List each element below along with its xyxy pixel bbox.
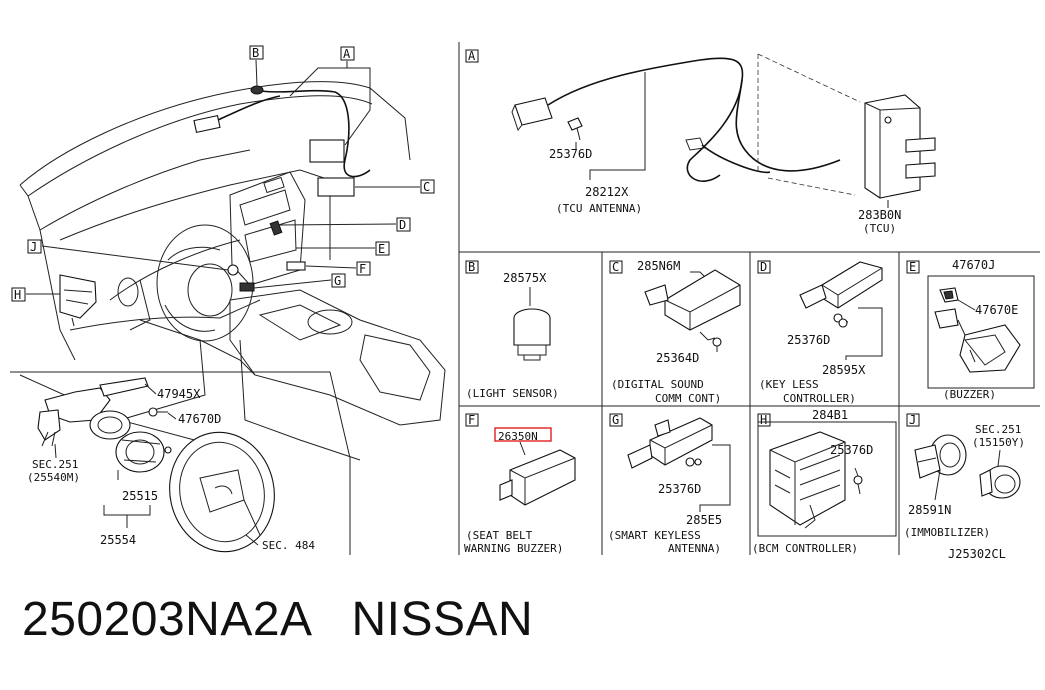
ref-15150Y: (15150Y)	[972, 436, 1025, 449]
part-25364D: 25364D	[656, 351, 699, 365]
caption-seat-belt-1: (SEAT BELT	[466, 529, 533, 542]
caption-light-sensor: (LIGHT SENSOR)	[466, 387, 559, 400]
svg-text:B: B	[252, 46, 259, 60]
svg-text:B: B	[468, 260, 475, 274]
svg-text:E: E	[909, 260, 916, 274]
callout-J: J	[27, 239, 229, 271]
part-25376D-h: 25376D	[830, 443, 873, 457]
caption-keyless-2: CONTROLLER)	[783, 392, 856, 405]
callout-H: H	[11, 287, 60, 302]
caption-immobilizer: (IMMOBILIZER)	[904, 526, 990, 539]
highlight-box	[494, 427, 552, 442]
caption-buzzer: (BUZZER)	[943, 388, 996, 401]
ref-sec484: SEC. 484	[262, 539, 315, 552]
svg-text:E: E	[378, 242, 385, 256]
part-26350N: 26350N	[498, 430, 538, 443]
drawing-code: J25302CL	[948, 547, 1006, 561]
svg-text:F: F	[359, 262, 366, 276]
svg-text:C: C	[423, 180, 430, 194]
caption-bcm: (BCM CONTROLLER)	[752, 542, 858, 555]
ref-sec251: SEC.251	[32, 458, 78, 471]
svg-text:A: A	[468, 49, 476, 63]
svg-text:J: J	[909, 413, 916, 427]
svg-text:D: D	[399, 218, 406, 232]
svg-text:H: H	[14, 288, 21, 302]
caption-tcu-antenna: (TCU ANTENNA)	[556, 202, 642, 215]
part-25515: 25515	[122, 489, 158, 503]
dashboard-overview: B A C D E F G	[11, 45, 446, 461]
caption-smart-keyless-1: (SMART KEYLESS	[608, 529, 701, 542]
caption-tcu: (TCU)	[863, 222, 896, 235]
svg-text:A: A	[343, 47, 351, 61]
steering-assembly: 47945X 47670D SEC.251 (25540M) 25515 255…	[27, 377, 315, 553]
part-47670J: 47670J	[952, 258, 995, 272]
part-285N6M: 285N6M	[637, 259, 680, 273]
callout-A: A	[289, 46, 371, 146]
part-47670D: 47670D	[178, 412, 221, 426]
footer-brand: NISSAN	[351, 593, 534, 646]
caption-digital-sound-1: (DIGITAL SOUND	[611, 378, 704, 391]
part-25376D-d: 25376D	[787, 333, 830, 347]
part-28212X: 28212X	[585, 185, 629, 199]
panel-j: J SEC.251 (15150Y) 28591N (IMMOBILIZER)	[904, 413, 1025, 539]
panel-f: F 26350N (SEAT BELT WARNING BUZZER)	[464, 413, 576, 555]
footer-part-number: 250203NA2A	[22, 593, 310, 646]
part-25376D-g: 25376D	[658, 482, 701, 496]
part-28591N: 28591N	[908, 503, 951, 517]
panel-h: H 284B1 25376D (BCM CONTROLLER)	[752, 408, 897, 555]
part-25554: 25554	[100, 533, 136, 547]
svg-text:J: J	[30, 240, 37, 254]
part-284B1: 284B1	[812, 408, 848, 422]
part-28575X: 28575X	[503, 271, 547, 285]
caption-seat-belt-2: WARNING BUZZER)	[464, 542, 563, 555]
callout-E: E	[296, 241, 390, 256]
panel-grid	[458, 42, 1040, 555]
callout-F: F	[305, 261, 371, 276]
part-25376D-a: 25376D	[549, 147, 592, 161]
svg-text:D: D	[760, 260, 767, 274]
lower-left-border	[10, 371, 351, 555]
callout-C: C	[355, 179, 435, 194]
panel-b: B 28575X (LIGHT SENSOR)	[465, 260, 559, 400]
panel-c: C 285N6M 25364D (DIGITAL SOUND COMM CONT…	[609, 259, 741, 405]
svg-text:G: G	[612, 413, 619, 427]
part-47670E: 47670E	[975, 303, 1018, 317]
part-47945X: 47945X	[157, 387, 201, 401]
ref-sec251-j: SEC.251	[975, 423, 1021, 436]
caption-digital-sound-2: COMM CONT)	[655, 392, 721, 405]
svg-text:H: H	[760, 413, 767, 427]
svg-text:F: F	[468, 413, 475, 427]
panel-a: A 25376D 28212X (TCU ANTENNA) 283B0N (TC…	[465, 49, 936, 235]
part-28595X: 28595X	[822, 363, 866, 377]
svg-text:C: C	[612, 260, 619, 274]
panel-e: E 47670J 47670E (BUZZER)	[906, 258, 1035, 401]
callout-B: B	[249, 45, 264, 87]
panel-d: D 25376D 28595X (KEY LESS CONTROLLER)	[757, 260, 883, 405]
callout-G: G	[253, 273, 346, 289]
caption-keyless-1: (KEY LESS	[759, 378, 819, 391]
svg-text:G: G	[334, 274, 341, 288]
panel-g: G 25376D 285E5 (SMART KEYLESS ANTENNA)	[608, 413, 731, 555]
part-285E5: 285E5	[686, 513, 722, 527]
ref-25540M: (25540M)	[27, 471, 80, 484]
part-283B0N: 283B0N	[858, 208, 901, 222]
caption-smart-keyless-2: ANTENNA)	[668, 542, 721, 555]
callout-D: D	[279, 217, 411, 232]
footer-part-label: 250203NA2A NISSAN	[22, 596, 533, 644]
